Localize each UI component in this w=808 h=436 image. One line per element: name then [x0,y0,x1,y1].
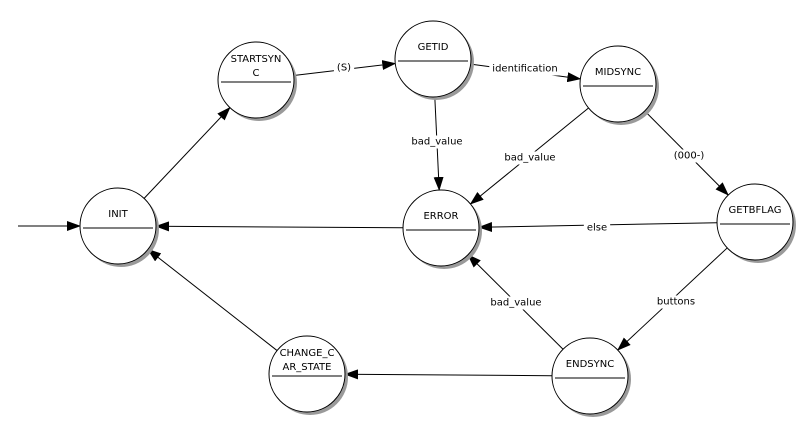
transition-label-background [487,296,545,310]
transition-label-background [583,221,611,235]
transition-label-background [670,149,708,163]
transition-label-identification: identification [492,64,557,75]
state-getid: GETID [394,20,474,100]
state-label-line-2: AR_STATE [283,362,332,373]
state-circle [394,20,472,98]
transition-label-else: else [587,223,607,234]
transition-label-background [333,61,355,75]
transition-label-bad-value: bad_value [504,153,555,164]
state-init: INIT [79,187,159,267]
state-midsync: MIDSYNC [579,45,659,125]
state-label: MIDSYNC [595,67,641,78]
state-label: GETID [418,42,449,53]
state-startsync: STARTSYN C [217,41,297,121]
state-circle [579,45,657,123]
transition-label-background [653,295,699,309]
state-label: GETBFLAG [728,205,781,216]
state-label-line-1: CHANGE_C [280,348,335,359]
transition-label-background [408,135,466,149]
state-circle [551,337,629,415]
transition-init-to-startsync-arrow [143,106,231,199]
transition-change_car_state-to-init-arrow [147,248,278,351]
state-label-line-2: C [253,68,260,79]
state-endsync: ENDSYNC [551,337,631,417]
state-circle [217,41,295,119]
state-change-car-state: CHANGE_C AR_STATE [268,335,348,415]
state-error: ERROR [402,189,482,269]
states-layer: INIT STARTSYN C GETID MIDSYNC ERROR GETBFLAG EN… [79,20,796,417]
state-getbflag: GETBFLAG [716,183,796,263]
state-label-line-1: STARTSYN [231,54,282,65]
state-label: ENDSYNC [566,359,614,370]
state-label: INIT [108,209,128,220]
state-circle [79,187,157,265]
transition-label-buttons: buttons [657,297,695,308]
transitions-layer: (S) identification bad_value bad_value (000-… [18,60,729,380]
transition-label-000: (000-) [674,151,705,162]
transition-label-background [489,62,561,76]
state-circle [402,189,480,267]
state-label: ERROR [423,211,458,222]
transition-label-background [501,151,559,165]
state-circle [268,335,346,413]
transition-label-s: (S) [337,63,351,74]
transition-label-bad-value: bad_value [411,137,462,148]
transition-error-to-init-arrow [154,221,404,232]
transition-label-bad-value: bad_value [490,298,541,309]
state-circle [716,183,794,261]
transition-endsync-to-change_car_state-arrow [343,369,553,380]
